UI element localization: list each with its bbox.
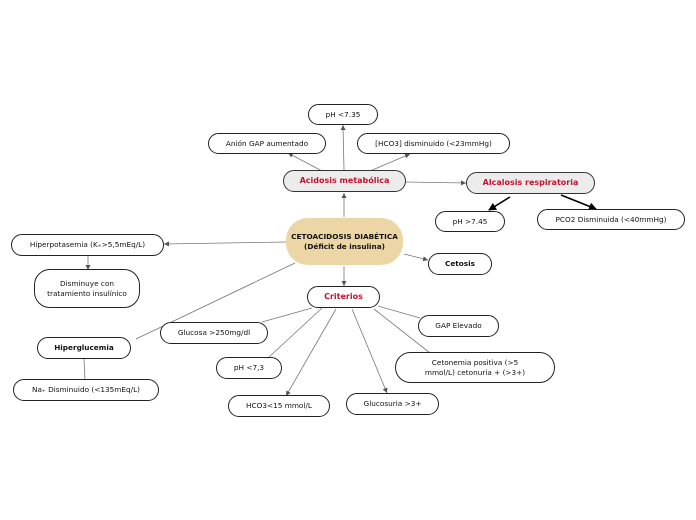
edge-criterios-hco3 (285, 308, 337, 397)
acidosis-metabolica-node[interactable]: Acidosis metabólica (283, 170, 406, 192)
cetosis-node[interactable]: Cetosis (428, 253, 492, 275)
edge-criterios-ph73 (267, 307, 323, 359)
edge-acidosis-alcalosis (405, 180, 467, 186)
edge-criterios-glucosuria (351, 308, 388, 394)
edge-hiperglucemia-sodio (83, 358, 86, 381)
disminuye-tratamiento-node[interactable]: Disminuye con tratamiento insulínico (34, 269, 140, 308)
edge-criterios-cetonemia (373, 308, 431, 354)
edge-alcalosis-ph-high (488, 196, 511, 211)
hco3-decreased-node[interactable]: [HCO3] disminuido (<23mmHg) (357, 133, 510, 154)
ph-73-node[interactable]: pH <7,3 (216, 357, 282, 379)
alcalosis-respiratoria-node[interactable]: Alcalosis respiratoria (466, 172, 595, 194)
sodio-node[interactable]: Na₊ Disminuido (<135mEq/L) (13, 379, 159, 401)
glucosuria-node[interactable]: Glucosuria >3+ (346, 393, 439, 415)
edge-alcalosis-pco2 (560, 194, 597, 211)
edge-acidosis-hco3 (369, 153, 411, 172)
hiperglucemia-node[interactable]: Hiperglucemia (37, 337, 131, 359)
hiperpotasemia-node[interactable]: Hiperpotasemia (K₊>5,5mEq/L) (11, 234, 164, 256)
hco3-15-node[interactable]: HCO3<15 mmol/L (228, 395, 330, 417)
edge-acidosis-anion (287, 152, 323, 172)
anion-gap-node[interactable]: Anión GAP aumentado (208, 133, 326, 154)
central-topic-cetoacidosis[interactable]: CETOACIDOSIS DIABÉTICA (Déficit de insul… (286, 218, 403, 265)
edge-central-cetosis (403, 253, 429, 262)
ph-high-node[interactable]: pH >7.45 (435, 211, 505, 232)
ph-low-node[interactable]: pH <7.35 (308, 104, 378, 125)
gap-elevado-node[interactable]: GAP Elevado (418, 315, 499, 337)
pco2-node[interactable]: PCO2 Disminuida (<40mmHg) (537, 209, 685, 230)
cetonemia-node[interactable]: Cetonemia positiva (>5 mmol/L) cetonuria… (395, 352, 555, 383)
glucosa-node[interactable]: Glucosa >250mg/dl (160, 322, 268, 344)
edge-acidosis-ph (340, 124, 346, 171)
criterios-node[interactable]: Criterios (307, 286, 380, 308)
edge-criterios-gap (377, 305, 421, 319)
edge-central-hiperpotasemia (163, 241, 287, 247)
edge-criterios-glucosa (261, 307, 313, 323)
